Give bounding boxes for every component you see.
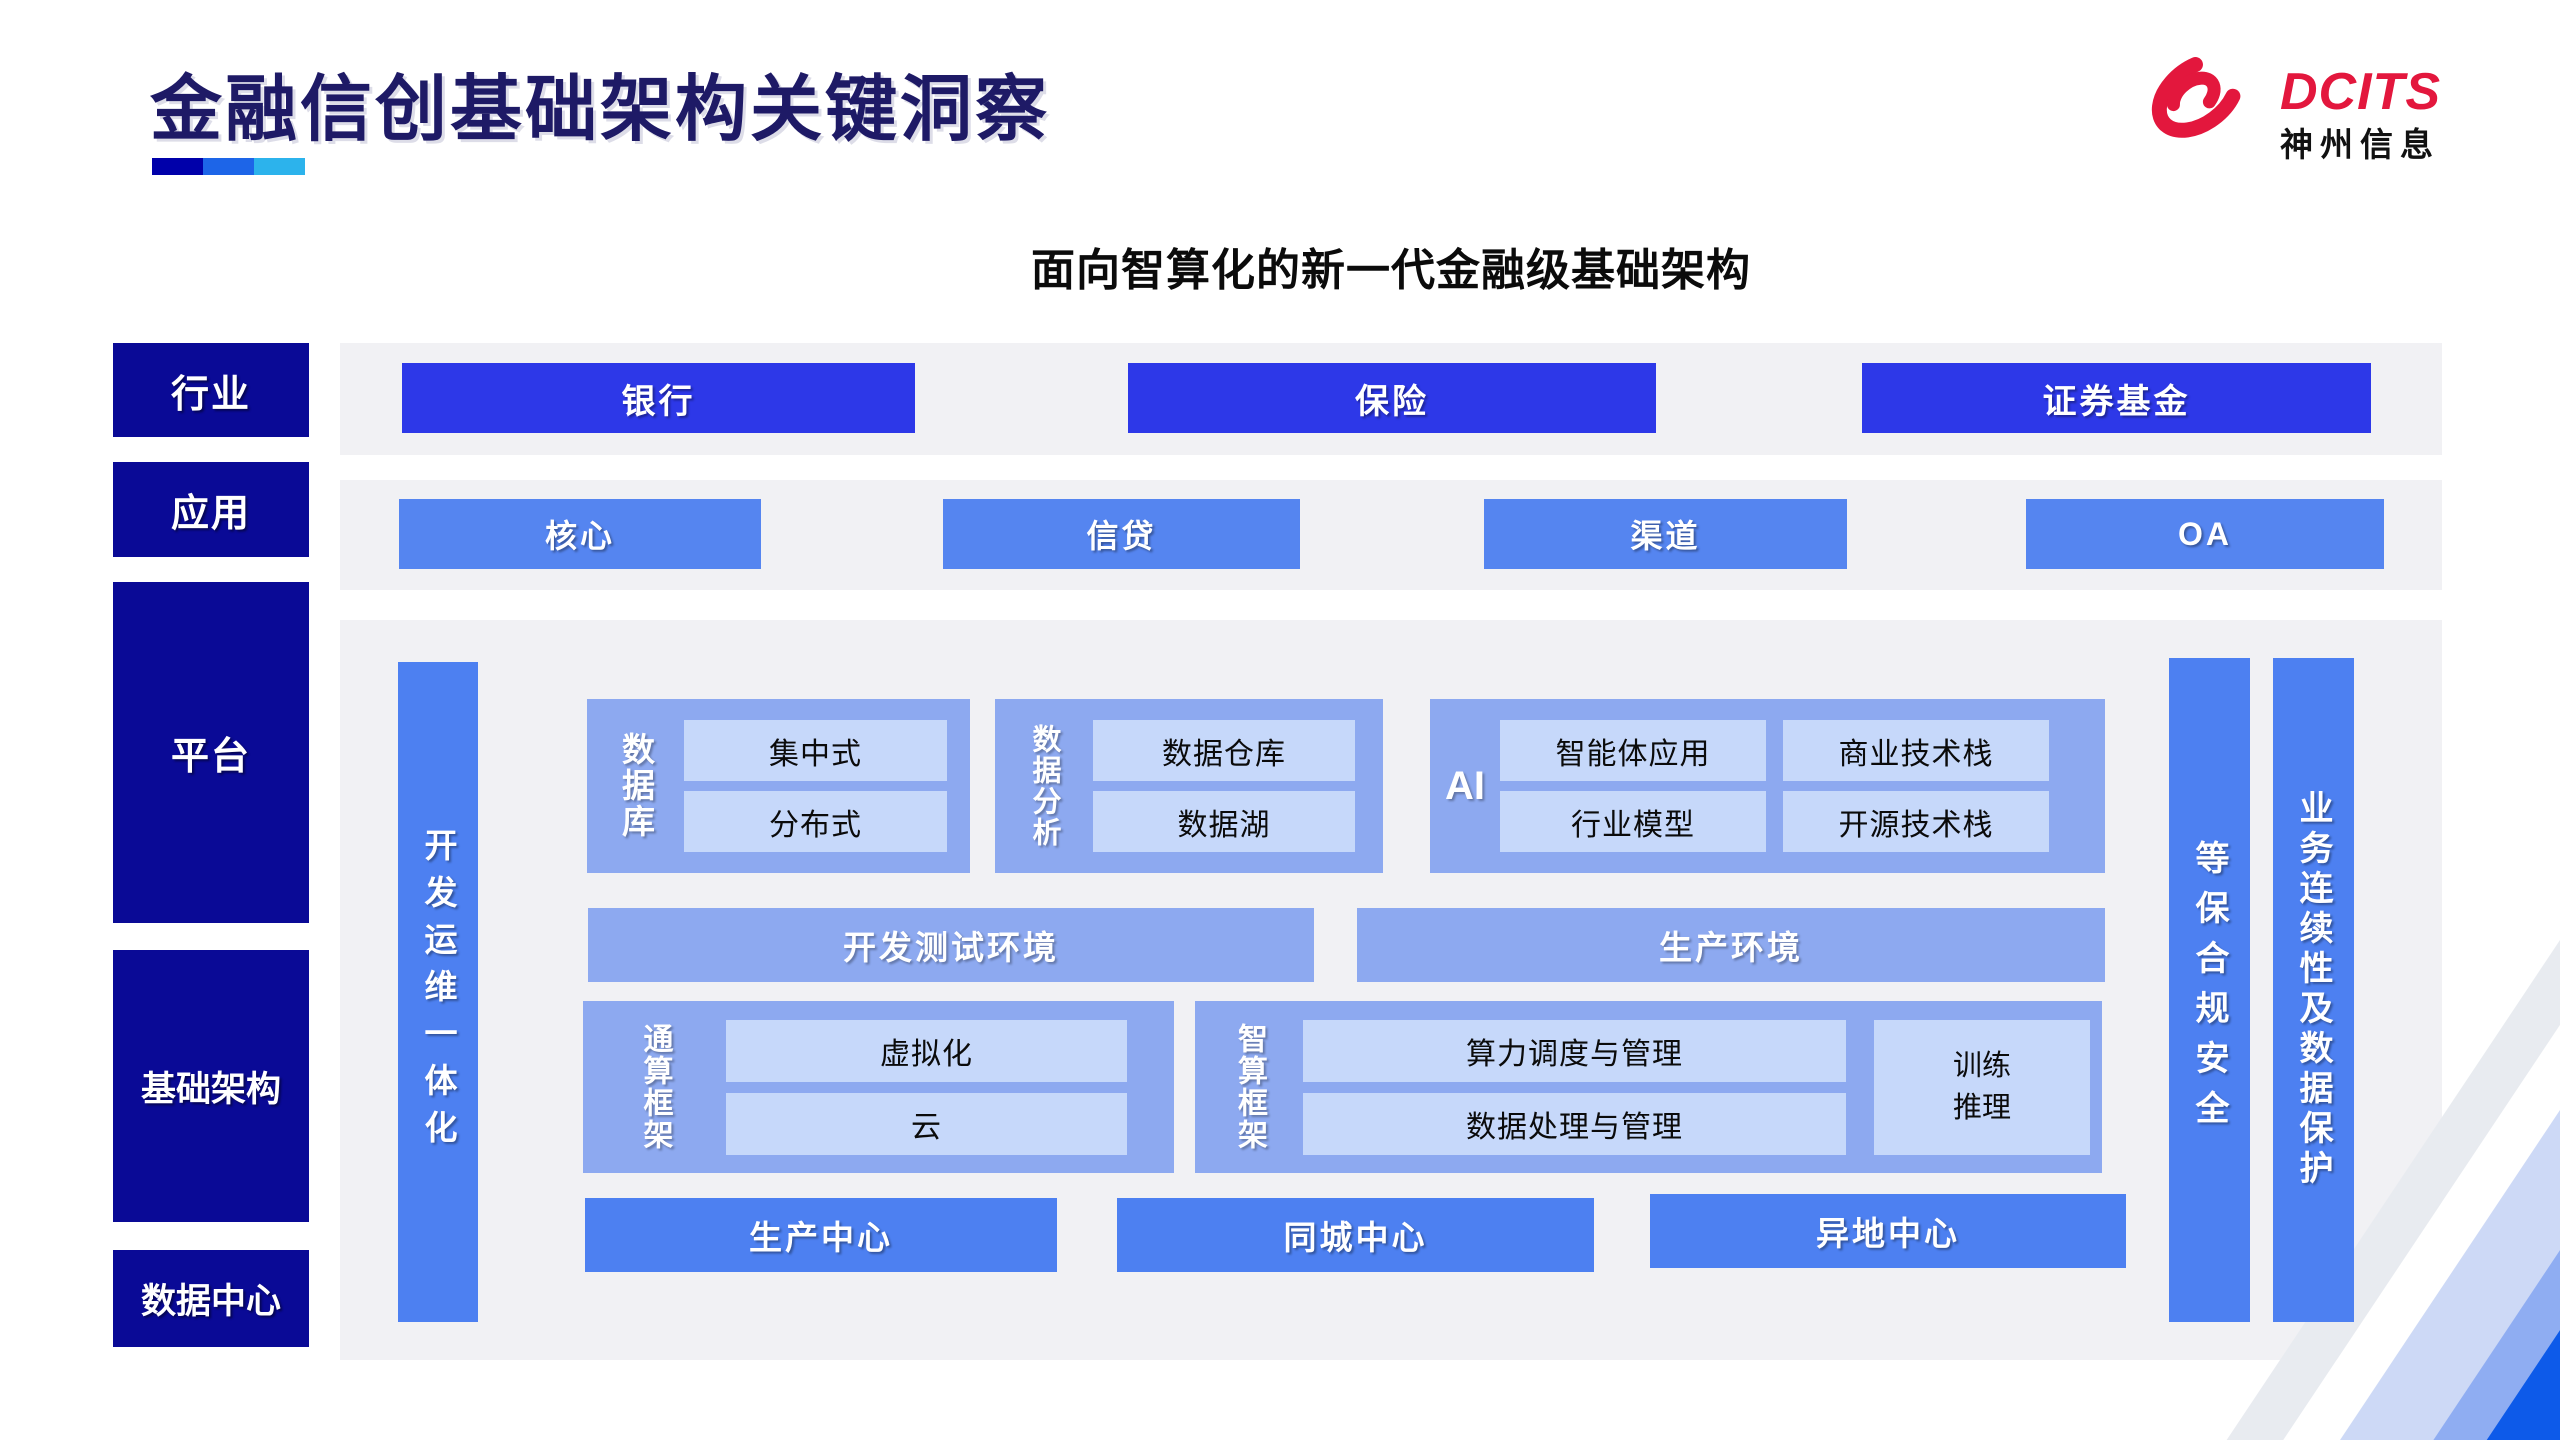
general-compute-items: 虚拟化 云 (726, 1019, 1127, 1155)
chip-distributed: 分布式 (684, 791, 947, 852)
devops-integration-bar: 开发运维一体化 (398, 662, 478, 1322)
diagram-title: 面向智算化的新一代金融级基础架构 (1031, 246, 1751, 295)
application-box-channel: 渠道 (1484, 499, 1847, 569)
training-line: 训练 (1952, 1049, 2011, 1082)
sidebar-item-infrastructure: 基础架构 (113, 950, 309, 1222)
chip-centralized: 集中式 (684, 720, 947, 781)
chip-data-warehouse: 数据仓库 (1093, 720, 1355, 781)
sidebar-item-industry: 行业 (113, 343, 309, 437)
chip-data-lake: 数据湖 (1093, 791, 1355, 852)
intelligent-compute-heading: 智算框架 (1233, 1023, 1266, 1151)
analytics-group-items: 数据仓库 数据湖 (1093, 720, 1355, 852)
chip-compute-scheduling: 算力调度与管理 (1303, 1019, 1846, 1082)
chip-agent-apps: 智能体应用 (1500, 720, 1766, 781)
intelligent-compute-items: 算力调度与管理 数据处理与管理 (1303, 1019, 1846, 1155)
inference-line: 推理 (1952, 1092, 2011, 1124)
general-compute-group: 通算框架 虚拟化 云 (583, 1001, 1174, 1173)
dcits-swirl-icon (2151, 57, 2241, 138)
application-box-credit: 信贷 (943, 499, 1300, 569)
analytics-group-heading: 数据分析 (1028, 724, 1060, 848)
page-title: 金融信创基础架构关键洞察 (150, 70, 1051, 150)
application-box-core: 核心 (399, 499, 761, 569)
chip-opensource-stack: 开源技术栈 (1783, 791, 2049, 852)
general-compute-heading: 通算框架 (638, 1023, 672, 1151)
chip-virtualization: 虚拟化 (726, 1019, 1127, 1082)
ai-group-items: 智能体应用 商业技术栈 行业模型 开源技术栈 (1500, 720, 2049, 852)
dev-test-environment-bar: 开发测试环境 (588, 908, 1314, 982)
samecity-center-bar: 同城中心 (1117, 1198, 1594, 1272)
chip-training-inference: 训练 推理 (1874, 1019, 2090, 1155)
production-environment-bar: 生产环境 (1357, 908, 2105, 982)
underline-segment-cyan (254, 158, 305, 175)
industry-box-securities-funds: 证券基金 (1862, 363, 2371, 433)
business-continuity-bar: 业务连续性及数据保护 (2273, 658, 2354, 1322)
production-center-bar: 生产中心 (585, 1198, 1057, 1272)
logo-company: 神州信息 (2280, 126, 2440, 163)
industry-box-bank: 银行 (402, 363, 915, 433)
remote-center-bar: 异地中心 (1650, 1194, 2126, 1268)
chip-commercial-stack: 商业技术栈 (1783, 720, 2049, 781)
logo-brand: DCITS (2280, 63, 2441, 121)
database-group: 数据库 集中式 分布式 (587, 699, 970, 873)
underline-segment-dark (152, 158, 203, 175)
database-group-items: 集中式 分布式 (684, 720, 947, 852)
ai-group-heading: AI (1445, 763, 1485, 808)
ai-group: AI 智能体应用 商业技术栈 行业模型 开源技术栈 (1430, 699, 2105, 873)
sidebar-item-platform: 平台 (113, 582, 309, 923)
logo-text: DCITS 神州信息 (2280, 40, 2441, 161)
compliance-security-bar: 等保合规安全 (2169, 658, 2250, 1322)
sidebar-item-datacenter: 数据中心 (113, 1250, 309, 1347)
application-box-oa: OA (2026, 499, 2384, 569)
intelligent-compute-group: 智算框架 算力调度与管理 数据处理与管理 训练 推理 (1195, 1001, 2102, 1173)
chip-data-processing: 数据处理与管理 (1303, 1092, 1846, 1155)
chip-industry-models: 行业模型 (1500, 791, 1766, 852)
dcits-logo: DCITS 神州信息 (2118, 40, 2441, 170)
database-group-heading: 数据库 (617, 732, 655, 840)
analytics-group: 数据分析 数据仓库 数据湖 (995, 699, 1383, 873)
industry-box-insurance: 保险 (1128, 363, 1656, 433)
chip-cloud: 云 (726, 1092, 1127, 1155)
sidebar-item-application: 应用 (113, 462, 309, 557)
underline-segment-blue (203, 158, 254, 175)
title-underline (152, 158, 305, 175)
